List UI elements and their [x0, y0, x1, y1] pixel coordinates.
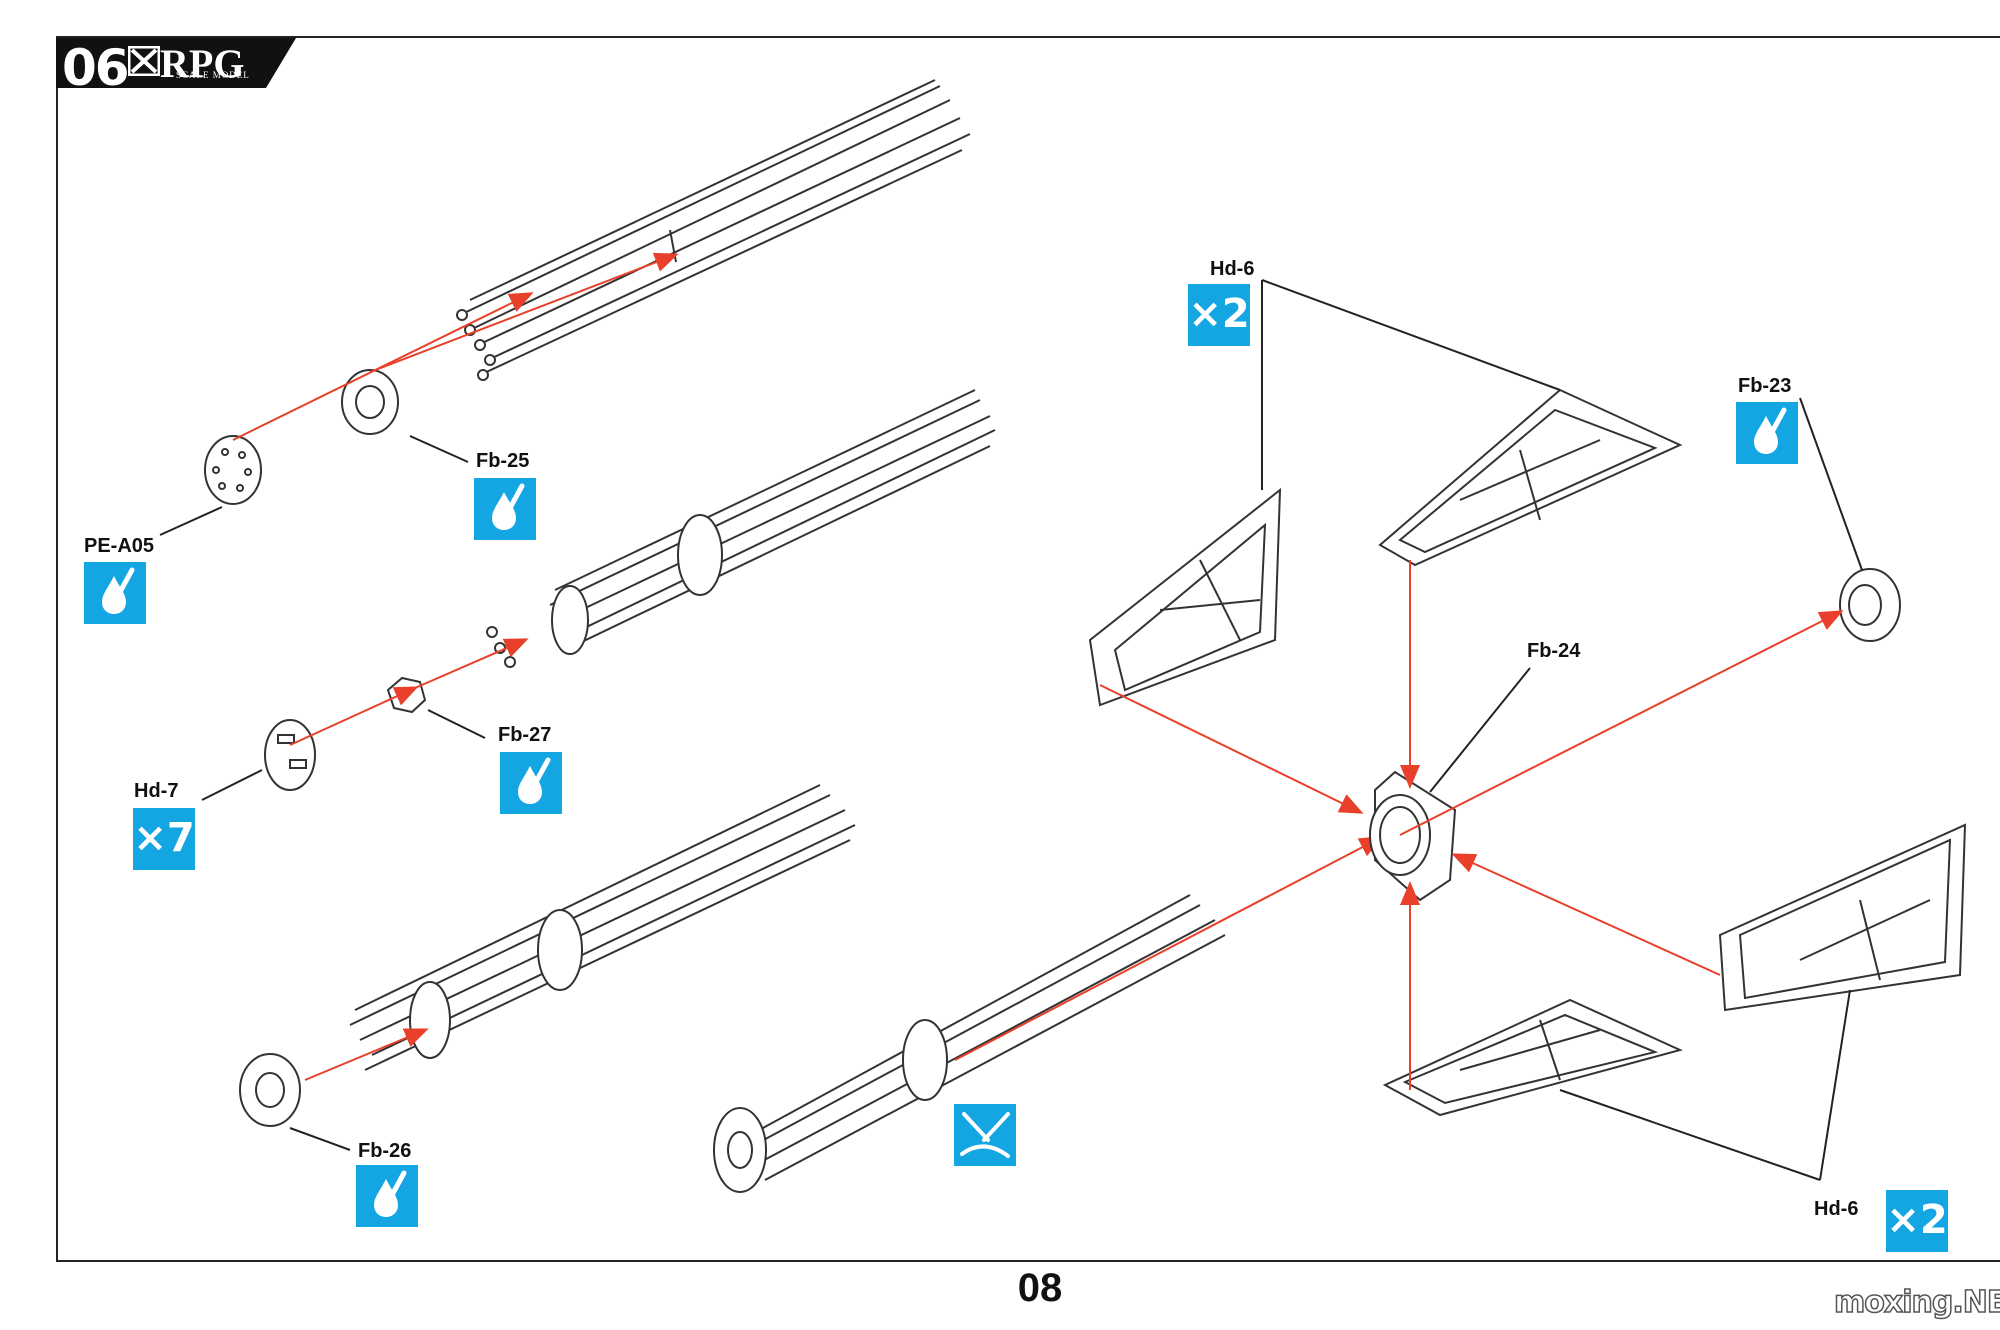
glue-badge-pe-a05 [84, 562, 146, 624]
label-fb-25: Fb-25 [476, 450, 530, 472]
barrel-assembly-upper [456, 79, 971, 381]
label-pe-a05: PE-A05 [84, 535, 155, 557]
frame-plate-left-lower [1382, 998, 1683, 1117]
glue-drop-icon [374, 1170, 407, 1217]
quantity-badge-hd-6-top: ×2 [1188, 284, 1250, 346]
quantity-badge-hd-7: ×7 [133, 808, 195, 870]
glue-drop-icon [492, 483, 525, 530]
part-fb-26-drawing [239, 1053, 301, 1127]
glue-drop-icon [102, 567, 135, 614]
assembly-arrow [1099, 684, 1364, 814]
leader-lines [159, 279, 1863, 1181]
assembly-arrow [369, 252, 679, 373]
assembly-arrow [954, 836, 1384, 1061]
step-number: 06 [62, 39, 130, 97]
page-frame [56, 36, 2000, 1262]
glue-drop-icon [1754, 407, 1787, 454]
brand-name: RPG [160, 41, 245, 86]
part-fb-25-drawing [341, 369, 399, 435]
assembly-arrow [289, 686, 419, 746]
assembly-arrow [304, 1028, 429, 1081]
glue-badge-fb-25 [474, 478, 536, 540]
part-hd-7-drawing [264, 719, 316, 791]
barrel-assembly-lower [349, 784, 856, 1071]
watermark: moxing.NET [1833, 1284, 2000, 1321]
label-hd-6-bottom: Hd-6 [1814, 1198, 1859, 1220]
assembly-arrow [414, 638, 529, 689]
cut-icon [960, 1112, 1010, 1158]
label-hd-7: Hd-7 [134, 780, 179, 802]
barrel-assembly-middle [486, 389, 996, 668]
label-fb-27: Fb-27 [498, 724, 552, 746]
frame-plate-left-upper [1088, 487, 1282, 707]
brand-subtitle: SCALE MODEL [176, 70, 250, 80]
glue-drop-icon [518, 757, 551, 804]
label-hd-6-top: Hd-6 [1210, 258, 1255, 280]
page-number: 08 [1017, 1266, 1063, 1310]
part-fb-24-drawing [1369, 770, 1457, 902]
assembly-arrow [1399, 610, 1844, 836]
part-pe-a05-drawing [204, 435, 262, 505]
glue-badge-fb-27 [500, 752, 562, 814]
barrel-assembly-complete [713, 894, 1226, 1193]
frame-plate-right-upper [1378, 388, 1683, 567]
part-fb-27-drawing [386, 676, 427, 714]
assembly-arrow [1451, 853, 1721, 976]
cut-badge [954, 1104, 1016, 1166]
frame-plate-right-lower [1718, 823, 1967, 1012]
label-fb-26: Fb-26 [358, 1140, 412, 1162]
part-fb-23-drawing [1839, 568, 1901, 642]
label-fb-24: Fb-24 [1527, 640, 1581, 662]
label-fb-23: Fb-23 [1738, 375, 1792, 397]
step-header-tab [56, 38, 296, 88]
quantity-badge-hd-6-bottom: ×2 [1886, 1190, 1948, 1252]
glue-badge-fb-23 [1736, 402, 1798, 464]
brand-logo-icon [128, 46, 160, 76]
glue-badge-fb-26 [356, 1165, 418, 1227]
